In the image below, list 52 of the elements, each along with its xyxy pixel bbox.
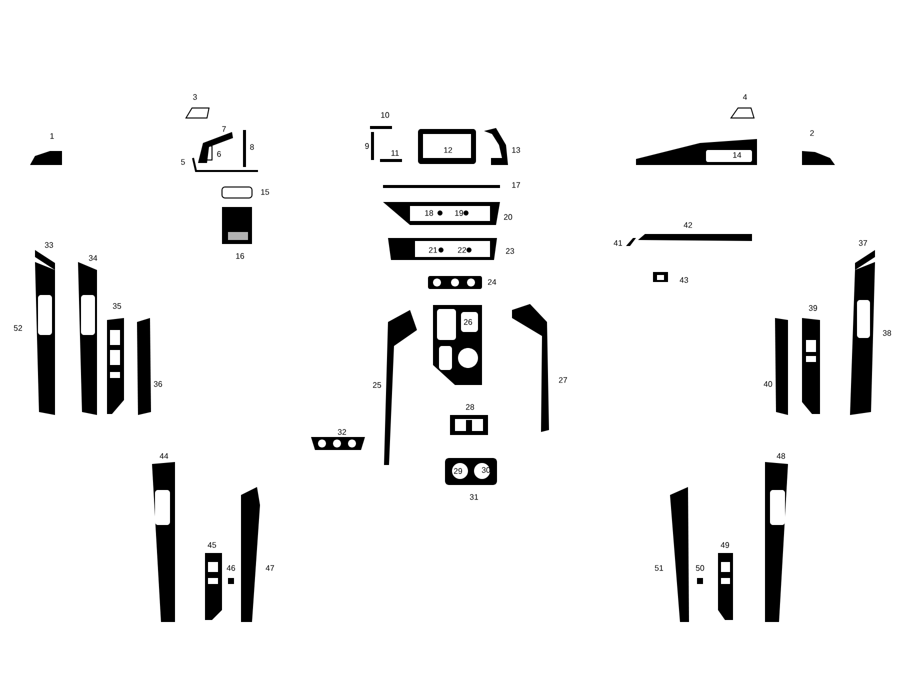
callout-number: 27 — [558, 377, 568, 383]
callout-number: 44 — [160, 453, 168, 459]
callout-number: 24 — [488, 279, 496, 285]
callout-number: 19 — [455, 210, 464, 216]
callout-number: 40 — [764, 381, 772, 387]
callout-number: 7 — [222, 126, 226, 132]
callout-number: 48 — [776, 453, 786, 459]
callout-number: 51 — [654, 565, 664, 571]
callout-number: 50 — [696, 565, 704, 571]
callout-number: 10 — [381, 112, 390, 118]
callout-number: 6 — [217, 151, 221, 157]
callout-number: 47 — [266, 565, 274, 571]
callout-number: 41 — [614, 240, 622, 246]
callout-number: 31 — [470, 494, 478, 500]
callout-number: 42 — [684, 222, 692, 228]
callout-number: 3 — [193, 94, 197, 100]
callout-number: 4 — [742, 94, 747, 100]
callout-number: 37 — [858, 240, 868, 246]
callout-number: 39 — [808, 305, 818, 311]
callout-number: 46 — [226, 565, 236, 571]
callout-number: 23 — [506, 248, 514, 254]
callout-number: 12 — [444, 147, 452, 153]
callout-number: 13 — [512, 147, 520, 153]
callout-number: 22 — [458, 247, 466, 253]
callout-number: 25 — [372, 382, 382, 388]
callout-number: 1 — [50, 133, 54, 139]
callout-number: 20 — [504, 214, 512, 220]
callout-number: 34 — [88, 255, 98, 261]
callout-number: 43 — [680, 277, 688, 283]
callout-number: 30 — [482, 467, 490, 473]
callout-number: 15 — [261, 189, 270, 195]
callout-number: 32 — [338, 429, 346, 435]
callout-number: 2 — [810, 130, 814, 136]
callout-number: 21 — [428, 247, 438, 253]
callout-number: 9 — [365, 143, 369, 149]
callout-number: 17 — [512, 182, 520, 188]
callout-number: 11 — [391, 150, 399, 156]
callout-number: 38 — [882, 330, 892, 336]
callout-number: 52 — [14, 325, 22, 331]
callout-number: 26 — [464, 319, 472, 325]
callout-number: 45 — [208, 542, 216, 548]
callout-number: 16 — [236, 253, 244, 259]
callout-number: 36 — [154, 381, 162, 387]
callout-number: 33 — [44, 242, 54, 248]
callout-number: 18 — [425, 210, 434, 216]
callout-number: 28 — [466, 404, 474, 410]
callout-number: 35 — [112, 303, 122, 309]
callout-number: 29 — [454, 468, 462, 474]
callout-number: 8 — [250, 144, 254, 150]
callout-number: 5 — [181, 159, 185, 165]
callout-number: 49 — [720, 542, 730, 548]
callout-number: 14 — [733, 152, 742, 158]
